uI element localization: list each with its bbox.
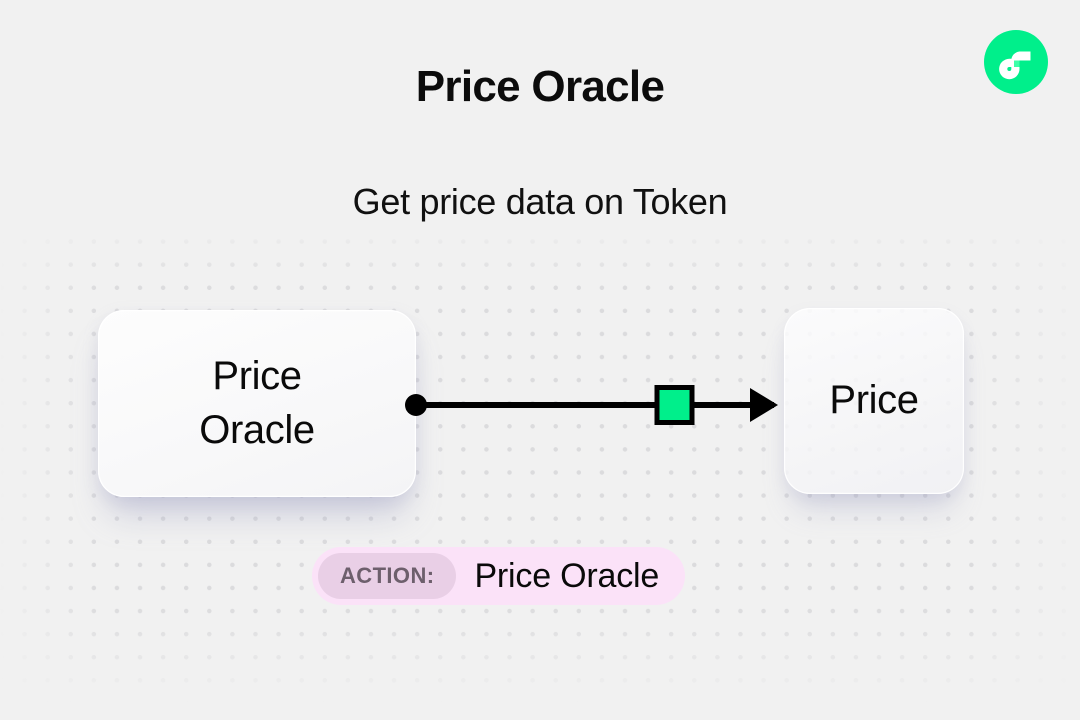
page-title: Price Oracle [415, 62, 665, 111]
status-badge-value: Price Oracle [474, 556, 660, 595]
node-card-price[interactable]: Price [784, 308, 964, 494]
status-badge-tag: ACTION: [318, 553, 457, 599]
connection-midpoint-square-icon[interactable] [654, 385, 695, 425]
node-card-price-oracle[interactable]: Price Oracle [98, 310, 416, 497]
node-card-label: Price [829, 378, 919, 423]
status-badge[interactable]: ACTION: Price Oracle [312, 547, 686, 605]
flow-logo-icon [984, 30, 1048, 94]
connector-edge [405, 385, 778, 425]
node-card-label: Price Oracle [199, 353, 315, 452]
arrow-right-icon [750, 388, 778, 422]
page-subtitle: Get price data on Token [352, 181, 728, 222]
